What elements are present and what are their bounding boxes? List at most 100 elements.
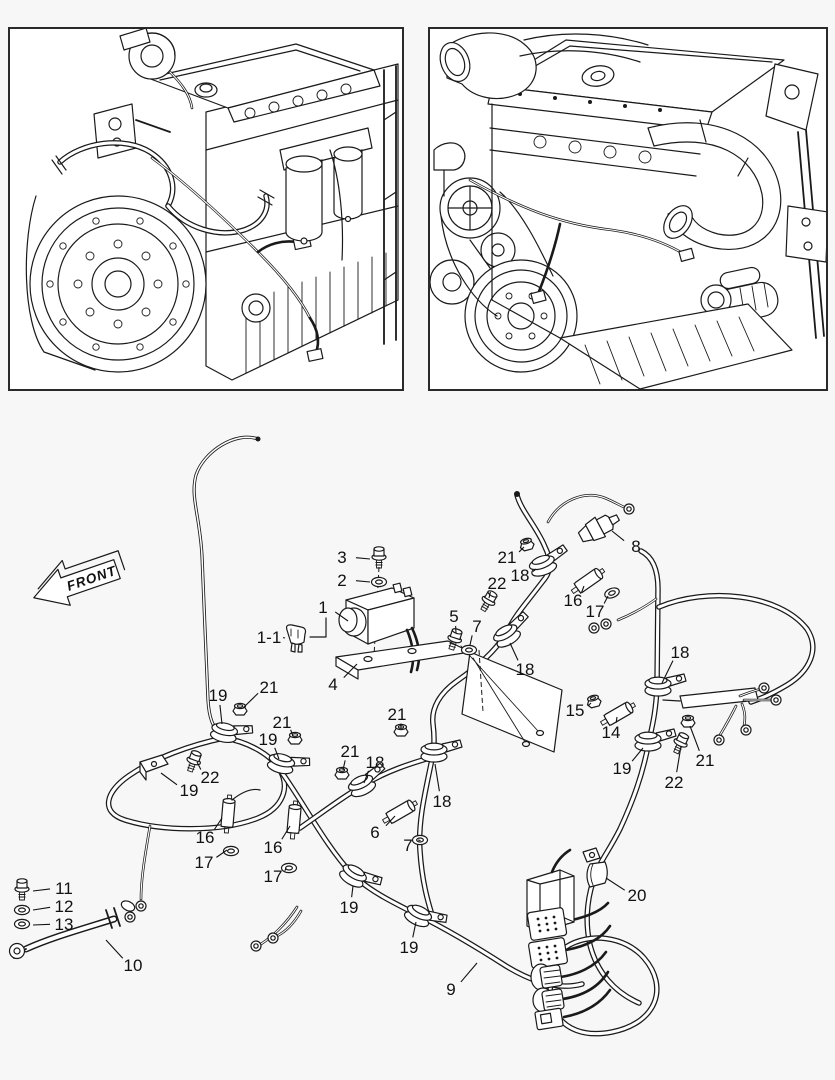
callout-leader-16 <box>281 825 291 840</box>
ring-terminal <box>250 940 262 952</box>
front-arrow: FRONT <box>33 550 126 606</box>
callout-leader-19 <box>631 747 644 762</box>
callout-leader-19 <box>160 772 178 786</box>
callout-leader-22 <box>676 745 682 773</box>
clamp-18-icon <box>420 739 463 763</box>
relay-assembly <box>285 546 563 753</box>
callout-leader-18 <box>532 568 537 572</box>
clamp-19-icon <box>634 728 677 752</box>
callout-label-21: 21 <box>341 742 360 761</box>
callout-label-18: 18 <box>433 792 452 811</box>
bracket-4 <box>335 640 563 753</box>
callout-label-16: 16 <box>196 828 215 847</box>
callout-leader-3 <box>355 557 371 560</box>
nut-21-icon <box>680 714 696 728</box>
callout-leader-21 <box>689 725 700 752</box>
callout-label-21: 21 <box>260 678 279 697</box>
callout-label-17: 17 <box>264 867 283 886</box>
callout-leader-18 <box>363 770 370 784</box>
ring-terminal <box>267 932 279 944</box>
callout-label-19: 19 <box>400 938 419 957</box>
callout-label-13: 13 <box>55 915 74 934</box>
callout-leader-9 <box>460 962 478 983</box>
bolt-3-icon <box>371 546 387 569</box>
strap-20 <box>582 847 608 888</box>
callout-leader-14 <box>615 716 618 723</box>
callout-leader-12 <box>32 906 51 911</box>
callout-leader-19 <box>351 885 354 898</box>
callout-label-21: 21 <box>388 705 407 724</box>
spacer-6-icon <box>379 796 421 828</box>
callout-label-15: 15 <box>566 701 585 720</box>
callout-label-5: 5 <box>449 607 458 626</box>
callout-leader-2 <box>355 580 371 583</box>
washer-13-icon <box>13 918 31 930</box>
callout-label-11: 11 <box>55 879 73 898</box>
callout-label-22: 22 <box>201 768 220 787</box>
callout-leader-11 <box>32 888 51 892</box>
harness-installation-diagram: FRONT <box>8 435 816 1037</box>
callout-label-7: 7 <box>472 617 481 636</box>
engine-rear-left-illustration <box>25 28 399 381</box>
callout-label-16: 16 <box>264 838 283 857</box>
callout-label-14: 14 <box>602 723 621 742</box>
callout-label-19: 19 <box>180 781 199 800</box>
callout-label-6: 6 <box>370 823 379 842</box>
spacer-16-icon <box>285 799 303 841</box>
sensor-8-icon <box>575 507 624 548</box>
callout-label-17: 17 <box>586 602 605 621</box>
callout-label-10: 10 <box>124 956 143 975</box>
washer-12-icon <box>13 904 31 916</box>
callout-leader-21 <box>518 546 525 553</box>
right-wire-bracket <box>662 682 782 746</box>
hose-10 <box>8 900 136 960</box>
callout-label-18: 18 <box>366 753 385 772</box>
callout-leader-18 <box>434 763 440 792</box>
washer-17-icon <box>280 862 298 874</box>
washer-7-icon <box>460 644 478 656</box>
nut-21-icon <box>334 766 350 780</box>
callout-label-22: 22 <box>665 773 684 792</box>
nut-15-icon <box>584 693 603 710</box>
callout-label-19: 19 <box>613 759 632 778</box>
callout-label-19: 19 <box>209 686 228 705</box>
callout-label-18: 18 <box>671 643 690 662</box>
callout-leader-15 <box>587 702 592 707</box>
callout-leader-4 <box>343 663 358 678</box>
callout-label-19: 19 <box>340 898 359 917</box>
fuse-1-1-icon <box>285 624 307 653</box>
callout-leader-8 <box>611 530 625 542</box>
ring-terminal <box>124 911 136 923</box>
nut-21-icon <box>232 702 248 716</box>
callout-label-16: 16 <box>564 591 583 610</box>
callout-leader-18 <box>509 642 519 661</box>
relay-1-icon <box>338 582 421 674</box>
ring-terminal <box>588 622 600 634</box>
callout-leader-21 <box>290 729 294 737</box>
callout-leader-22 <box>488 591 491 599</box>
clamp-18-icon <box>644 673 687 697</box>
clamp-19-icon <box>265 747 313 781</box>
callout-leader-20 <box>605 877 626 891</box>
callout-leader-18 <box>661 660 674 684</box>
callout-leader-1 <box>334 611 349 622</box>
callout-label-18: 18 <box>516 660 535 679</box>
callout-label-8: 8 <box>631 537 640 556</box>
engine-front-right-illustration <box>430 32 826 390</box>
callout-label-7: 7 <box>403 836 412 855</box>
callout-label-21: 21 <box>273 713 292 732</box>
callout-label-3: 3 <box>337 548 346 567</box>
callout-leader-16 <box>213 817 223 830</box>
clamp-18-icon <box>525 543 573 580</box>
callout-leader-17 <box>216 849 228 858</box>
callout-label-2: 2 <box>337 571 346 590</box>
washer-2-icon <box>370 576 388 588</box>
callout-leader-22 <box>196 761 202 770</box>
washer-17-icon <box>602 585 622 601</box>
callout-leader-13 <box>32 923 51 926</box>
callout-leader-16 <box>581 585 585 593</box>
connector-stack <box>526 848 575 1031</box>
